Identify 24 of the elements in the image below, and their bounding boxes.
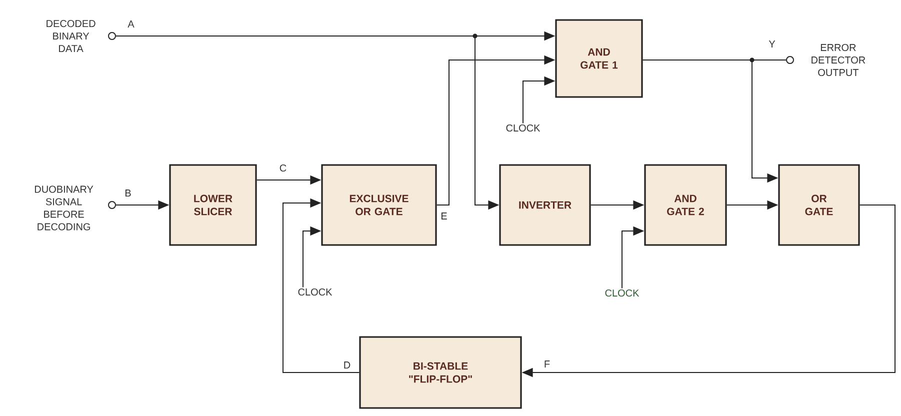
- terminal-circle: [108, 32, 116, 40]
- signal-label: E: [440, 212, 448, 220]
- signal-label: A: [126, 20, 136, 28]
- block-box: EXCLUSIVE OR GATE: [321, 164, 437, 246]
- block-box: OR GATE: [778, 164, 860, 246]
- signal-label: F: [542, 360, 552, 368]
- terminal-label: DECODED BINARY DATA: [46, 20, 96, 52]
- clock-label: CLOCK: [298, 288, 332, 296]
- terminal-circle: [108, 201, 116, 209]
- signal-label: D: [342, 360, 352, 370]
- clock-label: CLOCK: [506, 124, 540, 132]
- terminal-label: DUOBINARY SIGNAL BEFORE DECODING: [34, 186, 94, 230]
- signal-label: C: [278, 163, 288, 173]
- signal-label: Y: [768, 40, 776, 48]
- block-box: BI-STABLE "FLIP-FLOP": [359, 336, 522, 409]
- block-box: AND GATE 2: [644, 164, 727, 246]
- terminal-circle: [786, 56, 794, 64]
- block-box: LOWER SLICER: [169, 164, 257, 246]
- terminal-label: ERROR DETECTOR OUTPUT: [812, 44, 866, 76]
- block-box: AND GATE 1: [555, 19, 643, 98]
- block-box: INVERTER: [499, 164, 591, 246]
- arrow: [282, 198, 360, 373]
- clock-label: CLOCK: [605, 289, 640, 297]
- signal-label: B: [124, 188, 132, 198]
